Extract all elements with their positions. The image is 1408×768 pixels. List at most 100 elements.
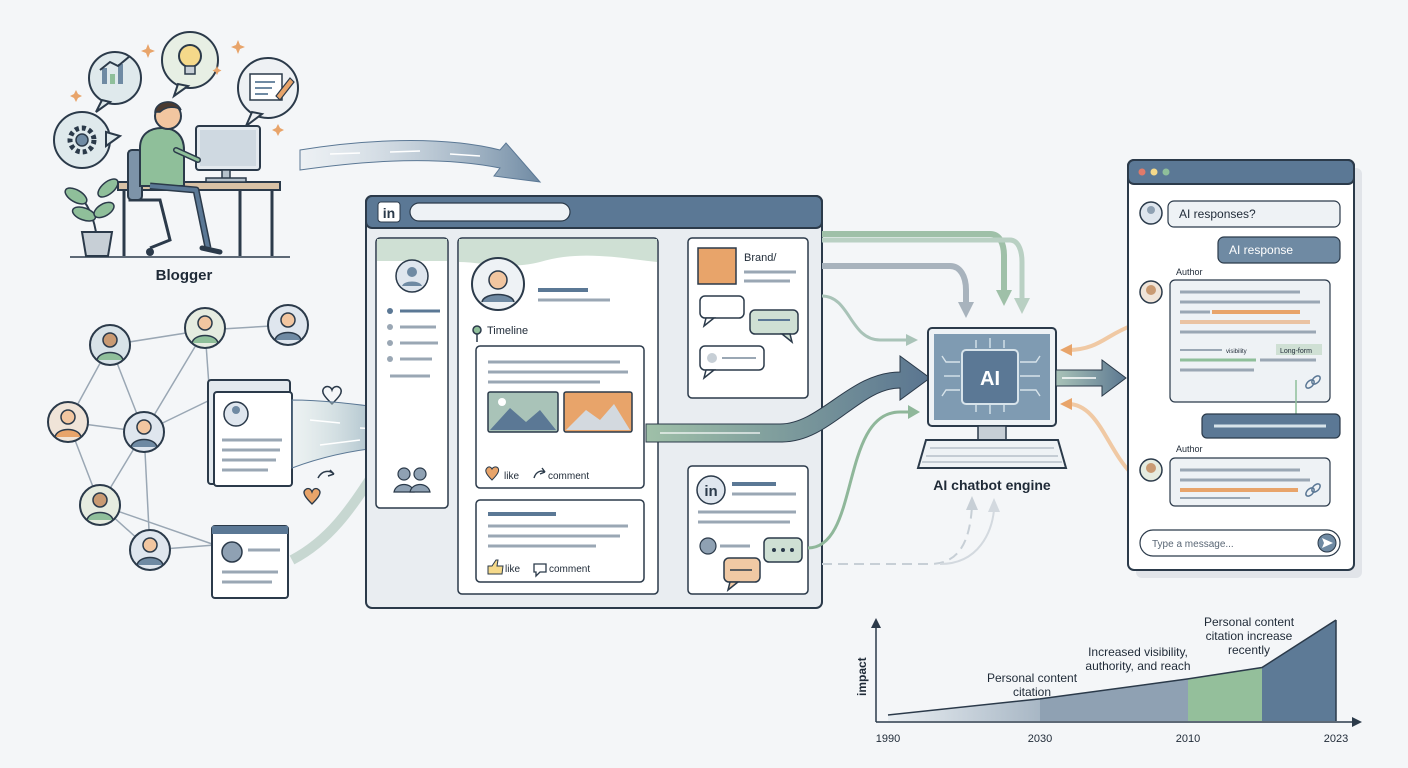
image-icon [487,391,559,433]
idea-thought-bubble [161,31,219,99]
maximize-dot[interactable] [1162,168,1170,176]
chat-bubble-icon [749,309,799,344]
settings-thought-bubble [53,111,123,169]
ai-engine: AI AI chatbot engine [916,327,1068,493]
ai-response-bubble [1201,413,1341,439]
y-axis-arrow [871,618,881,628]
svg-text:comment: comment [549,564,590,575]
snippet-side-text: visibility [1226,349,1247,355]
main-feed-panel: Timeline like [457,237,659,595]
chat-window: AI responses? AI response Author visibil… [1127,159,1362,578]
document-edit-icon [249,73,295,101]
blogger-to-platform-arrow [299,140,542,183]
link-icon[interactable] [1304,374,1321,389]
message-input-placeholder: Type a message... [1152,539,1234,550]
author-avatar [1139,458,1163,482]
x-axis-arrow [1352,717,1362,727]
chat-bubble-icon [699,295,745,328]
comment-icon [533,563,547,578]
area-segment [1040,678,1188,721]
people-network [47,304,343,599]
avatar [129,529,171,571]
edit-thought-bubble [237,57,299,130]
heart-icon [485,466,500,481]
linkedin-window: in [365,195,823,609]
area-segment [1262,620,1336,721]
gear-icon [67,125,97,155]
desk [70,181,290,258]
x-tick-label: 2030 [1028,733,1052,745]
svg-text:like: like [504,471,519,482]
growth-chart-icon [99,55,131,84]
x-tick-label: 2023 [1324,733,1348,745]
send-button[interactable] [1317,533,1337,553]
post-card[interactable]: like comment [475,499,645,583]
heart-icon [303,487,321,505]
svg-text:in: in [704,483,717,500]
share-icon [533,467,546,479]
close-dot[interactable] [1138,168,1146,176]
profile-sidebar [375,237,449,509]
network-post-card [211,525,289,599]
cited-snippet-card [1169,457,1331,507]
chart-areas [887,619,1337,721]
brand-logo [697,247,737,285]
area-segment [888,698,1040,721]
svg-text:like: like [505,564,520,575]
comment-button[interactable]: comment [533,467,589,482]
network-post-card [207,379,293,487]
sparkle-icons [70,40,284,136]
svg-text:comment: comment [548,471,589,482]
plant-icon [64,178,119,257]
desktop-computer-icon [195,125,261,183]
company-panel: in [687,465,809,595]
avatar [47,401,89,443]
like-button[interactable]: like [485,466,520,482]
comment-button[interactable]: comment [533,563,590,578]
ai-response-bubble: AI response [1217,236,1341,264]
message-input[interactable]: Type a message... [1139,529,1341,557]
svg-text:AI response: AI response [1229,243,1293,257]
post-card[interactable]: like comment [475,345,645,489]
avatar [267,304,309,346]
chart-ticks: 1990 2030 2010 2023 [876,733,1348,745]
like-button[interactable]: like [487,559,520,575]
brand-label: Brand/ [744,252,777,264]
x-tick-label: 1990 [876,733,900,745]
linkedin-logo-icon: in [377,201,401,223]
cited-snippet-card: visibility Long-form [1169,279,1331,403]
brand-panel: Brand/ [687,237,809,399]
y-axis-label: impact [855,657,869,696]
avatar [89,324,131,366]
share-icon [317,469,335,479]
blogger-label: Blogger [156,267,213,284]
chart-annotation: Increased visibility,authority, and reac… [1085,645,1190,673]
author-avatar [1139,280,1163,304]
link-icon[interactable] [1304,482,1321,497]
engine-caption: AI chatbot engine [933,477,1051,493]
linkedin-logo-icon: in [696,475,726,505]
x-tick-label: 2010 [1176,733,1200,745]
chart-thought-bubble [88,51,142,113]
address-bar[interactable] [409,202,571,222]
blogger-person-icon [127,101,223,256]
snippet-highlight-text: Long-form [1280,348,1312,355]
impact-chart: impact 1990 2030 2010 2023 Personal content… [855,615,1362,745]
send-icon [1322,538,1333,548]
blogger-scene: Blogger [53,31,299,284]
author-label: Author [1176,444,1203,454]
chat-bubble-icon [723,557,761,592]
user-message: AI responses? [1139,200,1341,228]
sidebar-menu-list [387,308,440,378]
avatar [123,411,165,453]
avatar [79,484,121,526]
platform-to-engine-arrows [645,231,1030,565]
typing-bubble-icon [763,537,803,563]
minimize-dot[interactable] [1150,168,1158,176]
thumbs-up-icon [487,559,504,575]
ai-chip-label: AI [980,368,1000,390]
